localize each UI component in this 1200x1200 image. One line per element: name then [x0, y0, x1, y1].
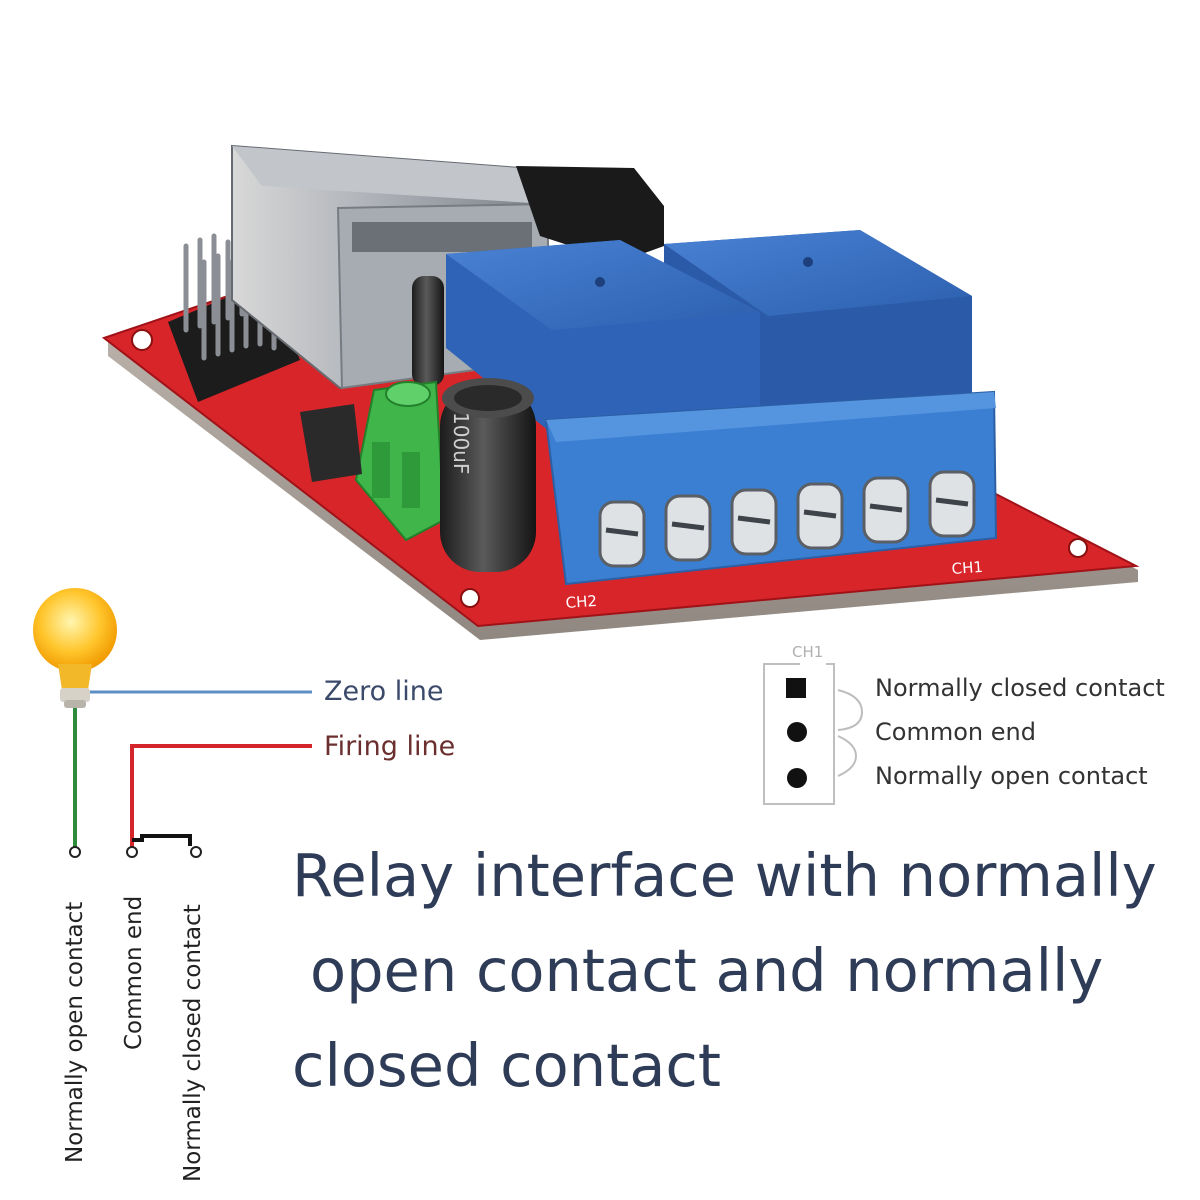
headline: Relay interface with normally open conta…: [292, 828, 1192, 1113]
ch1-legend-title: CH1: [792, 643, 823, 661]
silk-ch1-label: CH1: [951, 558, 983, 578]
headline-line-1: Relay interface with normally: [292, 841, 1157, 910]
ch1-pinout-legend: [763, 663, 864, 805]
wiring-diagram: [69, 690, 312, 858]
headline-line-3: closed contact: [292, 1031, 721, 1100]
capacitor-marking: 100uF: [449, 412, 473, 474]
dc-power-jack: [516, 166, 664, 262]
lightbulb-icon: [33, 588, 117, 708]
firing-line-label: Firing line: [324, 731, 456, 762]
terminal-common-end-label: Common end: [121, 895, 147, 1050]
terminal-normally-closed-label: Normally closed contact: [180, 904, 206, 1182]
small-capacitor: [412, 276, 444, 386]
large-capacitor: [440, 378, 536, 572]
silk-ch2-label: CH2: [565, 592, 597, 612]
relay-screw-terminal: [544, 390, 998, 586]
ch1-common-end-label: Common end: [875, 718, 1036, 746]
ch1-normally-open-label: Normally open contact: [875, 762, 1148, 790]
zero-line-label: Zero line: [324, 676, 444, 707]
ch1-normally-closed-label: Normally closed contact: [875, 674, 1165, 702]
terminal-normally-open-label: Normally open contact: [62, 901, 88, 1163]
headline-line-2: open contact and normally: [310, 936, 1104, 1005]
ic-component: [300, 404, 362, 482]
